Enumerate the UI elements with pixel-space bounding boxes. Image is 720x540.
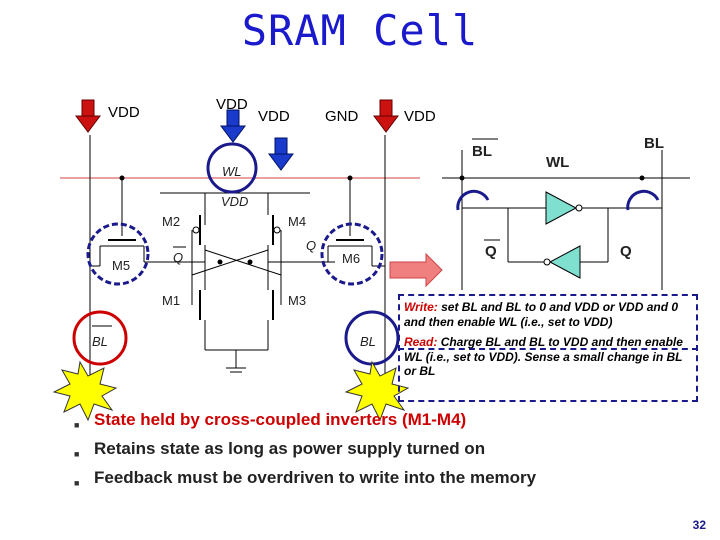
slide-title: SRAM Cell bbox=[241, 6, 479, 55]
bl-left-label: BL bbox=[92, 334, 108, 349]
starburst-left bbox=[52, 360, 118, 422]
info-box-divider bbox=[398, 348, 698, 350]
red-supply-arrow-2 bbox=[373, 99, 399, 133]
m4-label: M4 bbox=[288, 214, 306, 229]
logic-qbar-label: Q bbox=[485, 243, 497, 260]
logic-inverter-bottom bbox=[548, 245, 581, 279]
logic-switch-left bbox=[456, 189, 490, 211]
circuit-wl-label: WL bbox=[222, 164, 242, 179]
bullet-square-icon: ■ bbox=[74, 449, 80, 459]
m3-label: M3 bbox=[288, 293, 306, 308]
read-heading: Read: bbox=[404, 335, 438, 349]
circuit-vdd-label: VDD bbox=[221, 194, 248, 209]
blue-supply-arrow-2 bbox=[268, 137, 294, 171]
m6-label: M6 bbox=[342, 251, 360, 266]
red-supply-arrow-1 bbox=[75, 99, 101, 133]
logic-inverter-top bbox=[545, 191, 578, 225]
read-instruction: Read: Charge BL and BL to VDD and then e… bbox=[404, 335, 696, 379]
bullet-list: ■ State held by cross-coupled inverters … bbox=[74, 408, 694, 495]
vdd-label-4: VDD bbox=[404, 108, 436, 125]
pink-right-arrow bbox=[389, 252, 443, 288]
vdd-label-1: VDD bbox=[108, 104, 140, 121]
m6-highlight-circle bbox=[320, 222, 384, 286]
starburst-right bbox=[344, 360, 410, 422]
bullet-square-icon: ■ bbox=[74, 420, 80, 430]
m2-label: M2 bbox=[162, 214, 180, 229]
bl-right-label: BL bbox=[360, 334, 376, 349]
m1-label: M1 bbox=[162, 293, 180, 308]
logic-switch-right bbox=[626, 189, 660, 211]
bullet-square-icon: ■ bbox=[74, 478, 80, 488]
info-text: Write: set BL and BL to 0 and VDD or VDD… bbox=[404, 300, 696, 379]
logic-q-label: Q bbox=[620, 243, 632, 260]
logic-bl-label: BL bbox=[644, 135, 664, 152]
q-node-label: Q bbox=[306, 238, 316, 253]
page-number: 32 bbox=[692, 518, 706, 532]
m5-label: M5 bbox=[112, 258, 130, 273]
wl-highlight-circle bbox=[206, 142, 258, 194]
read-body: Charge BL and BL to VDD and then enable … bbox=[404, 335, 683, 378]
vdd-label-3: VDD bbox=[258, 108, 290, 125]
bullet-item: ■ State held by cross-coupled inverters … bbox=[74, 408, 694, 437]
bl-left-highlight-circle bbox=[72, 310, 128, 366]
write-instruction: Write: set BL and BL to 0 and VDD or VDD… bbox=[404, 300, 696, 329]
qbar-node-label: Q bbox=[173, 250, 183, 265]
logic-blbar-label: BL bbox=[472, 143, 492, 160]
blue-supply-arrow-1 bbox=[220, 109, 246, 143]
bullet-item: ■ Feedback must be overdriven to write i… bbox=[74, 466, 694, 495]
vdd-label-2: VDD bbox=[216, 96, 248, 113]
write-heading: Write: bbox=[404, 300, 438, 314]
write-body: set BL and BL to 0 and VDD or VDD and 0 … bbox=[404, 300, 679, 329]
logic-wl-label: WL bbox=[546, 154, 569, 171]
bullet-item: ■ Retains state as long as power supply … bbox=[74, 437, 694, 466]
gnd-label: GND bbox=[325, 108, 359, 125]
m5-highlight-circle bbox=[86, 222, 150, 286]
